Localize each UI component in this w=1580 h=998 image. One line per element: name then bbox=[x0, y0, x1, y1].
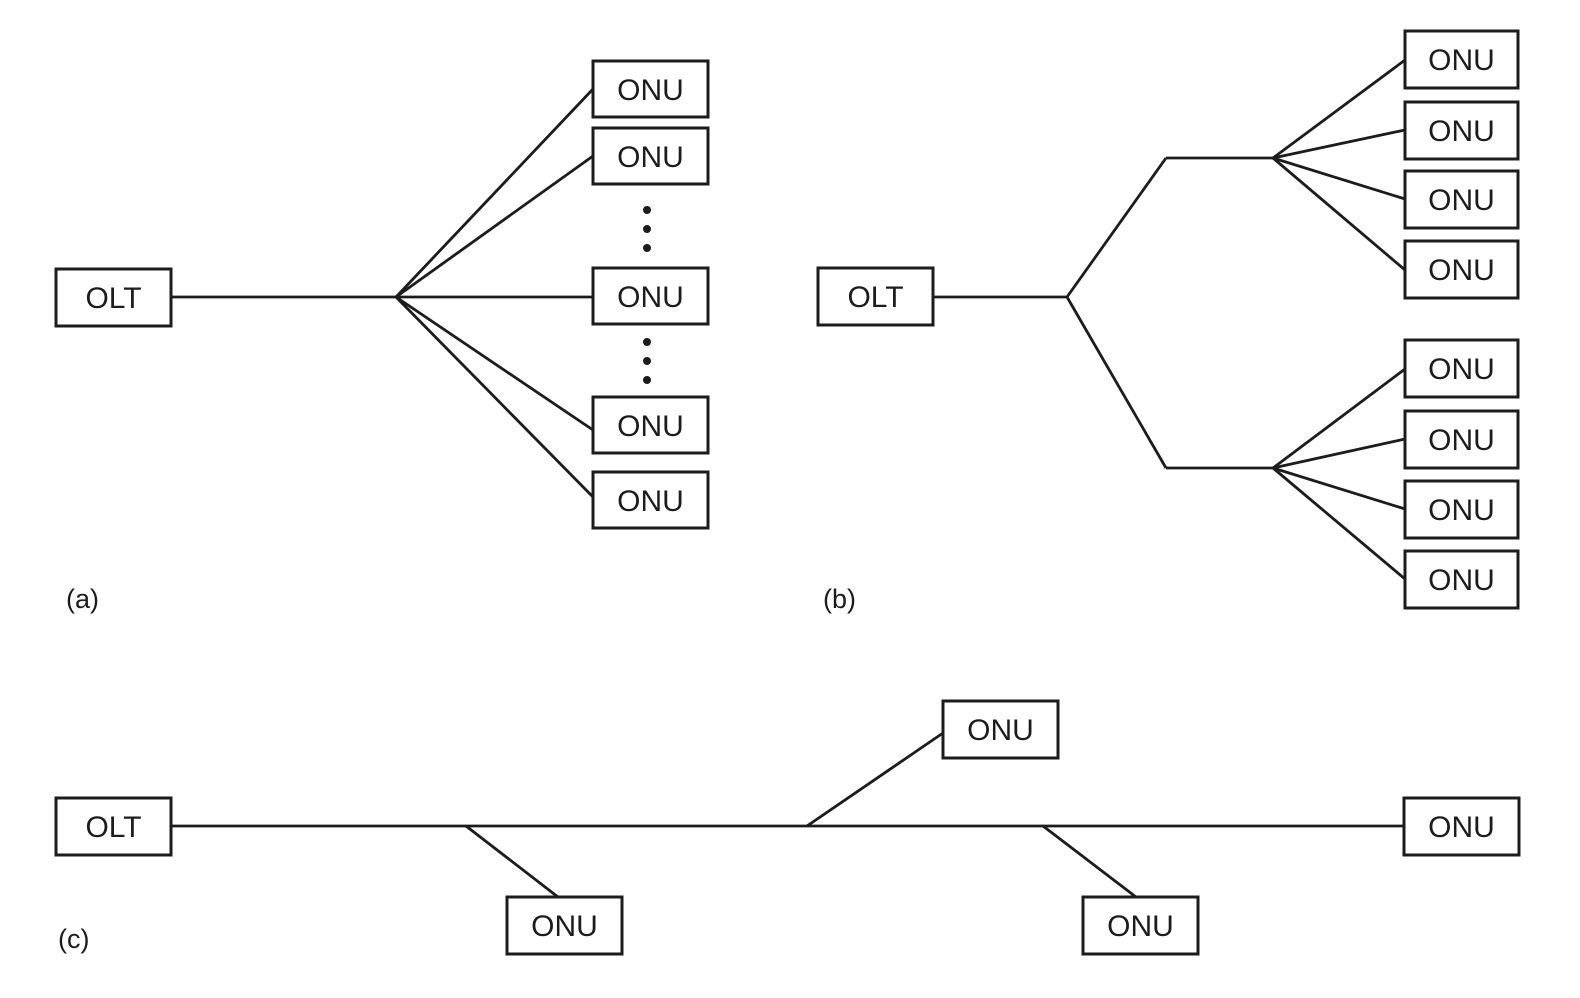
panel-c-bus-topology: OLT ONU ONU ONU ONU (c) bbox=[54, 699, 1521, 956]
olt-node: OLT bbox=[54, 796, 173, 857]
branch-line bbox=[1272, 466, 1406, 581]
onu-node: ONU bbox=[1403, 479, 1520, 540]
tap-line bbox=[806, 731, 944, 828]
onu-node: ONU bbox=[1403, 338, 1520, 399]
onu-label: ONU bbox=[1428, 115, 1495, 148]
onu-label: ONU bbox=[1428, 254, 1495, 287]
olt-box bbox=[54, 796, 173, 857]
onu-box bbox=[591, 59, 710, 119]
panel-caption: (a) bbox=[66, 584, 99, 614]
panel-caption: (b) bbox=[823, 584, 856, 614]
branch-line bbox=[1272, 128, 1406, 160]
olt-box bbox=[54, 267, 173, 328]
branch-line bbox=[394, 88, 595, 298]
onu-label: ONU bbox=[531, 910, 598, 943]
onu-node: ONU bbox=[591, 470, 710, 530]
onu-node: ONU bbox=[1403, 239, 1520, 300]
panel-a-star-topology: OLT ONU ONU ONU ONU ONU (a) bbox=[54, 59, 710, 614]
onu-label: ONU bbox=[967, 714, 1034, 747]
onu-node: ONU bbox=[591, 126, 710, 186]
onu-node: ONU bbox=[591, 266, 710, 326]
onu-label: ONU bbox=[1428, 184, 1495, 217]
onu-label: ONU bbox=[1428, 44, 1495, 77]
branch-line bbox=[1272, 58, 1406, 160]
onu-box bbox=[1403, 239, 1520, 300]
olt-label: OLT bbox=[85, 811, 141, 844]
onu-label: ONU bbox=[1428, 811, 1495, 844]
trunk-line bbox=[1065, 157, 1168, 298]
onu-box bbox=[591, 126, 710, 186]
onu-box bbox=[1081, 895, 1200, 956]
olt-node: OLT bbox=[816, 266, 935, 327]
branch-line bbox=[1272, 156, 1406, 272]
olt-box bbox=[816, 266, 935, 327]
onu-box bbox=[1403, 409, 1520, 470]
ellipsis-dot bbox=[643, 225, 651, 233]
olt-node: OLT bbox=[54, 267, 173, 328]
onu-box bbox=[1402, 796, 1521, 857]
onu-label: ONU bbox=[617, 74, 684, 107]
onu-label: ONU bbox=[1428, 424, 1495, 457]
branch-line bbox=[1272, 437, 1406, 470]
onu-node: ONU bbox=[941, 699, 1060, 760]
onu-box bbox=[591, 470, 710, 530]
onu-node: ONU bbox=[505, 895, 624, 956]
onu-node: ONU bbox=[1403, 409, 1520, 470]
onu-node: ONU bbox=[1081, 895, 1200, 956]
onu-label: ONU bbox=[617, 141, 684, 174]
onu-label: ONU bbox=[617, 410, 684, 443]
onu-node: ONU bbox=[591, 59, 710, 119]
onu-node: ONU bbox=[1403, 169, 1520, 230]
onu-box bbox=[591, 395, 710, 455]
onu-node: ONU bbox=[1403, 100, 1520, 161]
ellipsis-dot bbox=[643, 244, 651, 252]
panel-b-tree-topology: OLT ONU ONU ONU ONU ONU ONU bbox=[816, 29, 1520, 614]
onu-box bbox=[941, 699, 1060, 760]
onu-box bbox=[1403, 549, 1520, 610]
ellipsis-dot bbox=[643, 338, 651, 346]
onu-label: ONU bbox=[1428, 353, 1495, 386]
tap-line bbox=[465, 824, 559, 899]
branch-line bbox=[395, 296, 594, 498]
onu-label: ONU bbox=[1107, 910, 1174, 943]
ellipsis-dot bbox=[643, 376, 651, 384]
onu-node: ONU bbox=[1402, 796, 1521, 857]
branch-line bbox=[395, 154, 594, 299]
onu-box bbox=[1403, 338, 1520, 399]
onu-box bbox=[1403, 479, 1520, 540]
onu-box bbox=[591, 266, 710, 326]
onu-label: ONU bbox=[617, 281, 684, 314]
branch-line bbox=[1272, 367, 1406, 470]
onu-node: ONU bbox=[1403, 549, 1520, 610]
onu-box bbox=[1403, 29, 1520, 90]
branch-line bbox=[1272, 466, 1406, 511]
onu-box bbox=[1403, 100, 1520, 161]
onu-box bbox=[505, 895, 624, 956]
panel-caption: (c) bbox=[58, 924, 89, 954]
ellipsis-dot bbox=[643, 357, 651, 365]
olt-label: OLT bbox=[85, 282, 141, 315]
branch-line bbox=[395, 295, 594, 432]
ellipsis-dot bbox=[643, 206, 651, 214]
onu-node: ONU bbox=[591, 395, 710, 455]
trunk-line bbox=[1065, 296, 1168, 469]
tap-line bbox=[1042, 824, 1137, 899]
onu-label: ONU bbox=[1428, 494, 1495, 527]
onu-label: ONU bbox=[1428, 564, 1495, 597]
onu-label: ONU bbox=[617, 485, 684, 518]
branch-line bbox=[1272, 156, 1406, 201]
olt-label: OLT bbox=[847, 281, 903, 314]
onu-node: ONU bbox=[1403, 29, 1520, 90]
onu-box bbox=[1403, 169, 1520, 230]
